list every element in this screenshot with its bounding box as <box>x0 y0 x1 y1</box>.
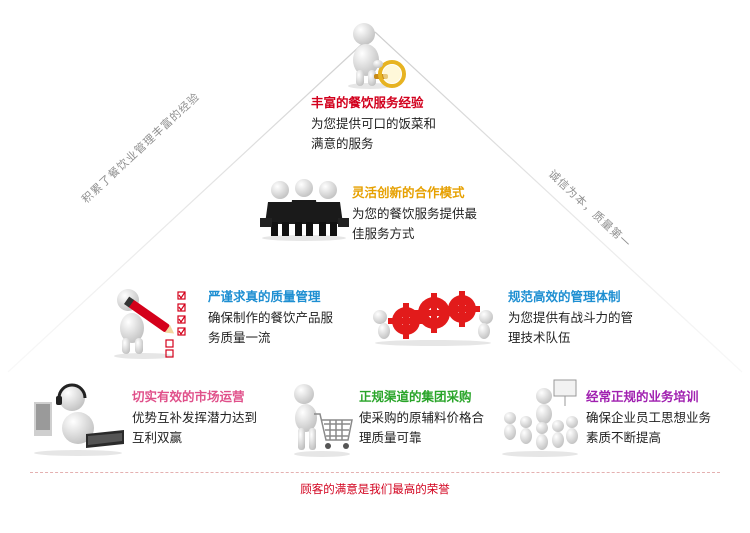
block-title: 正规渠道的集团采购 <box>359 389 472 404</box>
headset-figure-icon <box>34 383 124 456</box>
block-desc-line: 务质量一流 <box>208 330 271 345</box>
checklist-figure-icon <box>114 289 186 359</box>
block-business-training: 经常正规的业务培训 确保企业员工思想业务 素质不断提高 <box>586 389 711 448</box>
footer-slogan: 顾客的满意是我们最高的荣誉 <box>300 482 450 496</box>
block-desc-line: 确保制作的餐饮产品服 <box>208 310 334 325</box>
block-title: 规范高效的管理体制 <box>508 289 621 304</box>
block-desc-line: 理技术队伍 <box>508 330 571 345</box>
team-figures-icon <box>260 179 349 241</box>
block-desc-line: 佳服务方式 <box>352 226 415 241</box>
block-desc-line: 为您的餐饮服务提供最 <box>352 206 478 221</box>
block-management-system: 规范高效的管理体制 为您提供有战斗力的管 理技术队伍 <box>508 289 633 348</box>
block-desc-line: 互利双赢 <box>132 430 183 445</box>
block-title: 丰富的餐饮服务经验 <box>311 95 424 110</box>
block-group-procurement: 正规渠道的集团采购 使采购的原辅料价格合 理质量可靠 <box>359 389 484 448</box>
block-desc-line: 满意的服务 <box>311 136 374 151</box>
block-title: 灵活创新的合作模式 <box>352 185 465 200</box>
gears-figure-icon <box>373 291 493 346</box>
block-desc-line: 理质量可靠 <box>359 430 422 445</box>
block-desc-line: 素质不断提高 <box>586 430 662 445</box>
footer-divider <box>30 472 720 473</box>
block-quality-management: 严谨求真的质量管理 确保制作的餐饮产品服 务质量一流 <box>208 289 333 348</box>
cart-figure-icon <box>294 384 353 457</box>
magnifier-figure-icon <box>348 23 406 89</box>
block-cooperation-mode: 灵活创新的合作模式 为您的餐饮服务提供最 佳服务方式 <box>352 185 477 244</box>
block-catering-experience: 丰富的餐饮服务经验 为您提供可口的饭菜和 满意的服务 <box>311 95 436 154</box>
block-market-operation: 切实有效的市场运营 优势互补发挥潜力达到 互利双赢 <box>132 389 257 448</box>
block-desc-line: 为您提供有战斗力的管 <box>508 310 634 325</box>
block-desc-line: 使采购的原辅料价格合 <box>359 410 485 425</box>
block-desc-line: 确保企业员工思想业务 <box>586 410 712 425</box>
block-desc-line: 为您提供可口的饭菜和 <box>311 116 437 131</box>
block-desc-line: 优势互补发挥潜力达到 <box>132 410 258 425</box>
block-title: 严谨求真的质量管理 <box>208 289 321 304</box>
block-title: 经常正规的业务培训 <box>586 389 699 404</box>
training-figures-icon <box>502 379 578 457</box>
block-title: 切实有效的市场运营 <box>132 389 245 404</box>
